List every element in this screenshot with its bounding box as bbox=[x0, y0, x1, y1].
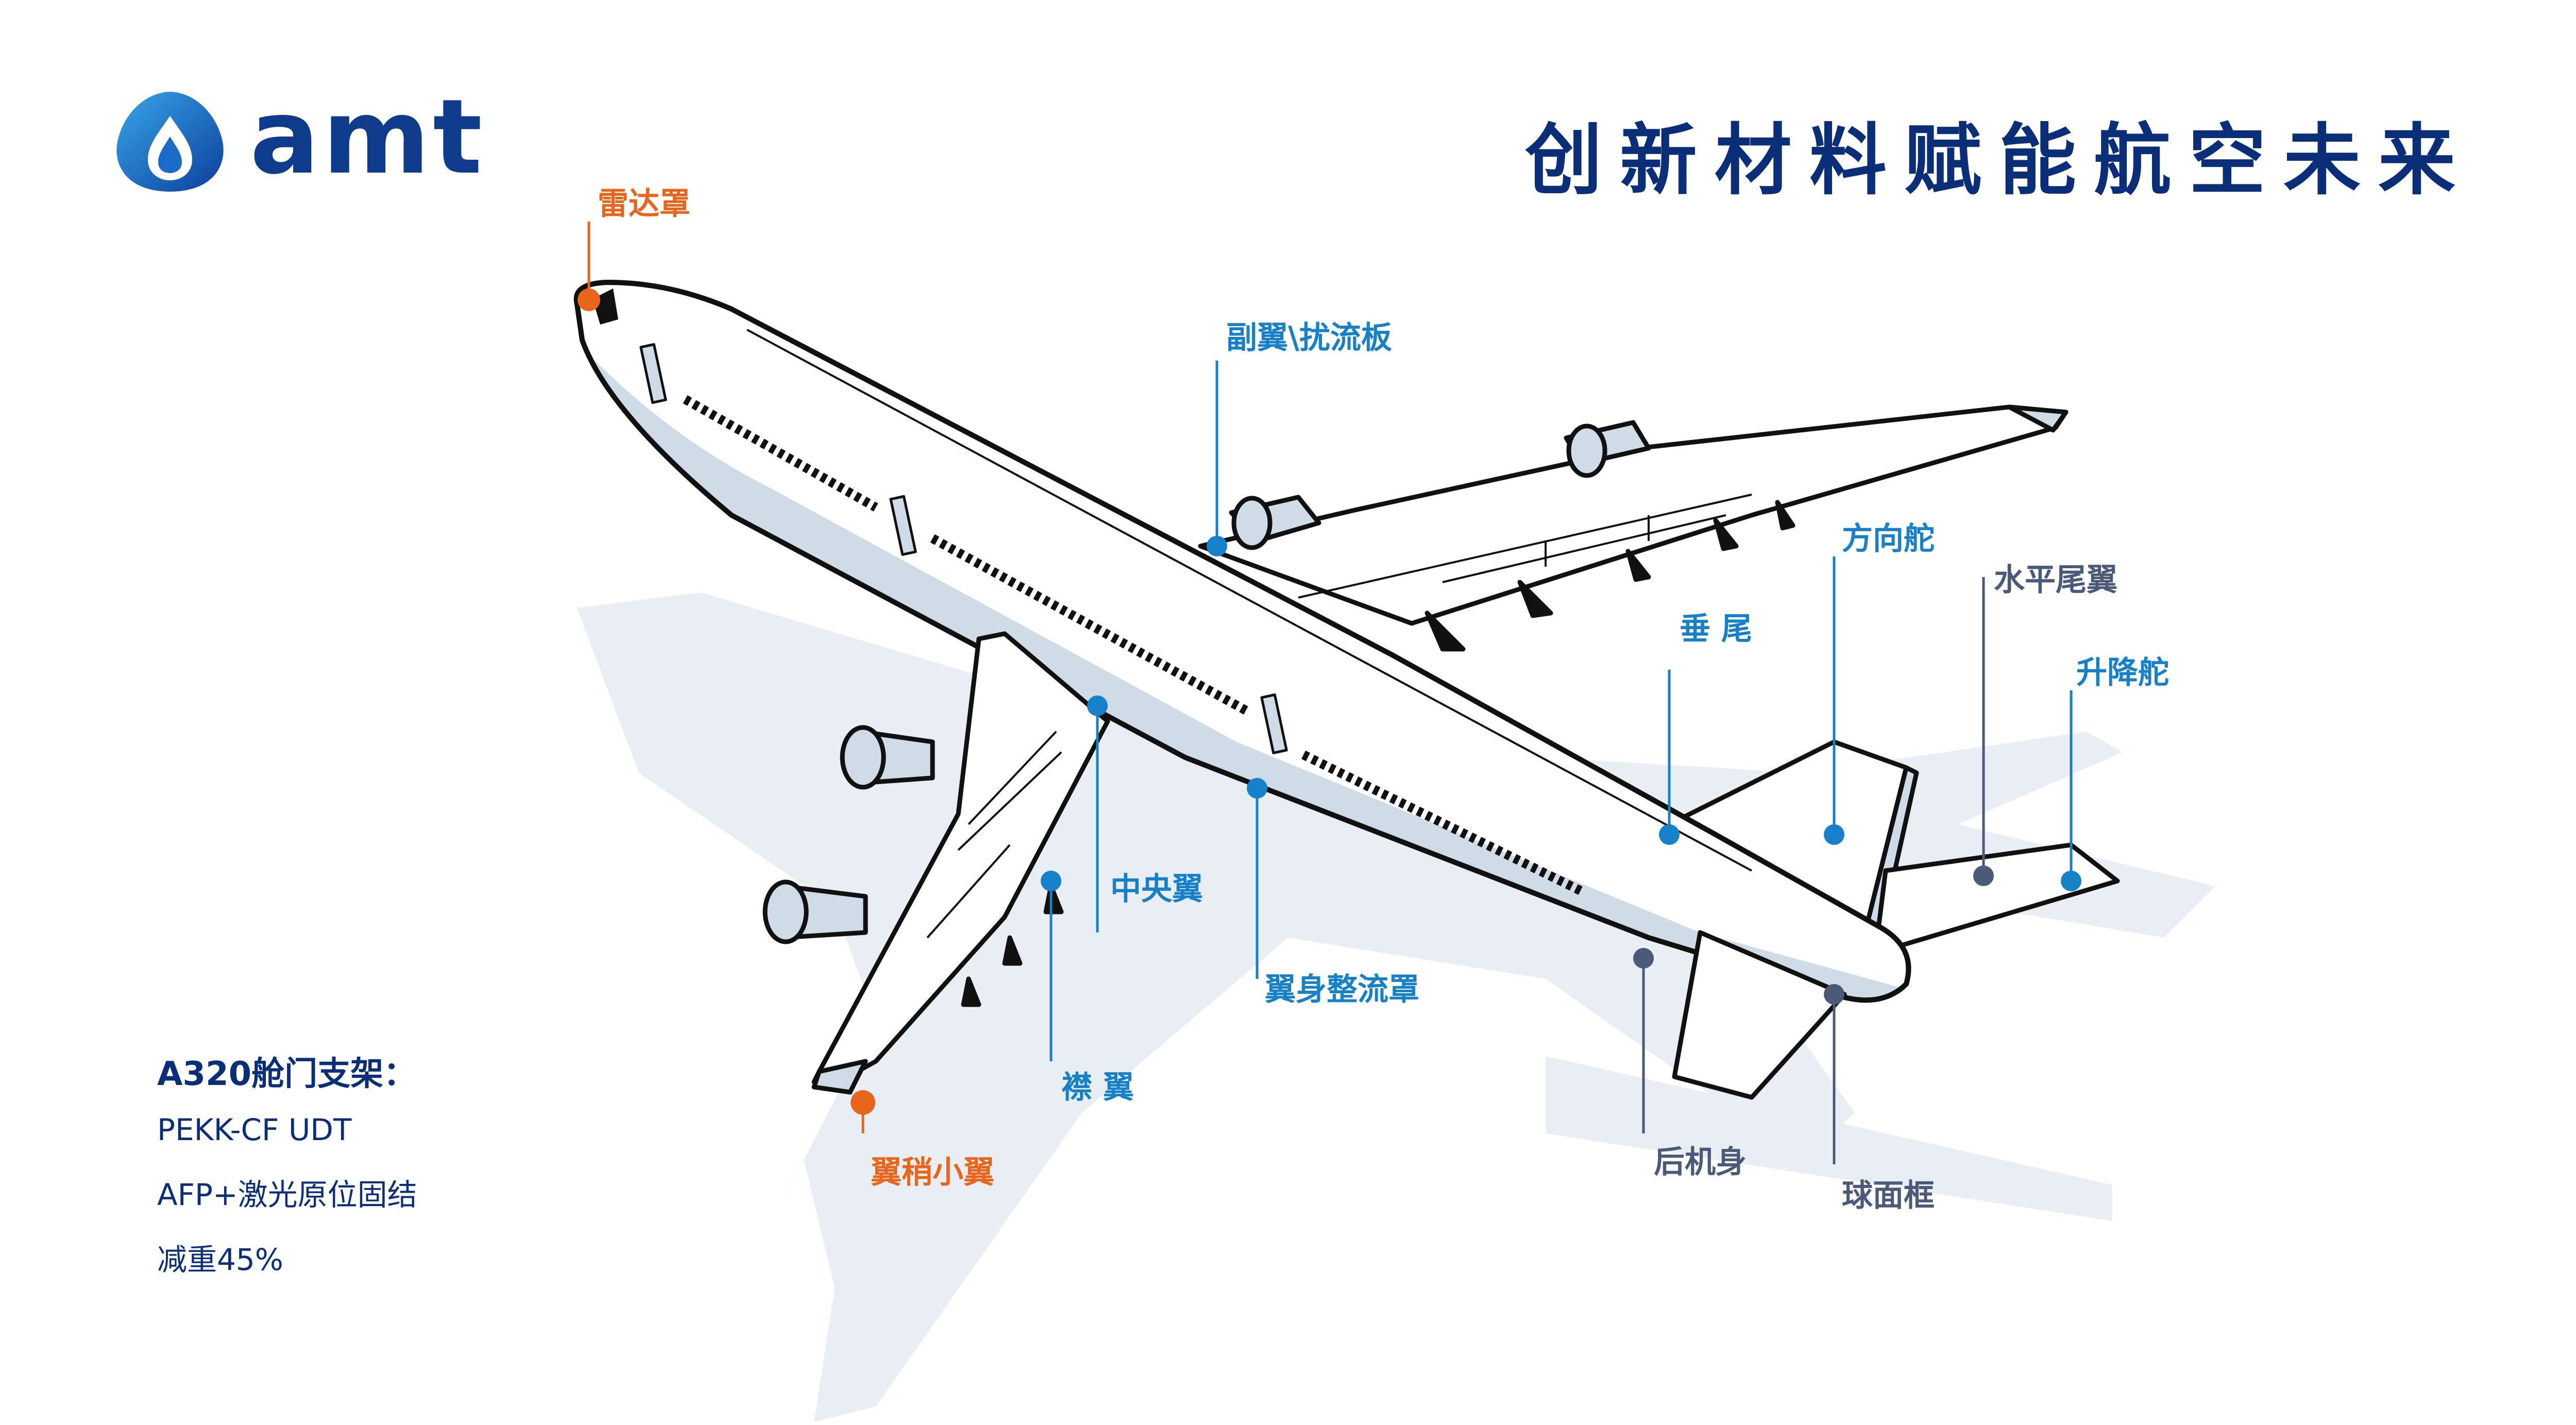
right-wing bbox=[1198, 404, 2069, 652]
marker-horizontal-stabilizer bbox=[1973, 866, 1994, 886]
marker-aileron-spoiler bbox=[1207, 536, 1227, 556]
fuselage bbox=[573, 280, 1911, 1003]
spec-weight: 减重45% bbox=[157, 1242, 283, 1277]
marker-vertical-tail bbox=[1659, 824, 1680, 845]
leader-lines bbox=[587, 222, 2073, 1164]
label-aft-fuselage: 后机身 bbox=[1654, 1144, 1747, 1180]
label-rudder: 方向舵 bbox=[1842, 521, 1935, 557]
part-markers bbox=[578, 289, 2081, 1115]
label-flap: 襟 翼 bbox=[1061, 1070, 1134, 1106]
label-center-wing: 中央翼 bbox=[1110, 871, 1203, 907]
droplet-logo-icon bbox=[116, 92, 224, 192]
label-wing-body-fairing: 翼身整流罩 bbox=[1265, 972, 1419, 1008]
marker-center-wing bbox=[1087, 695, 1108, 716]
label-horizontal-stabilizer: 水平尾翼 bbox=[1994, 562, 2117, 598]
marker-pressure-bulkhead bbox=[1824, 984, 1844, 1005]
page-title: 创新材料赋能航空未来 bbox=[1524, 116, 2473, 206]
marker-elevator bbox=[2061, 871, 2081, 891]
label-vertical-tail: 垂 尾 bbox=[1680, 611, 1752, 647]
left-wing bbox=[762, 631, 1110, 1095]
label-winglet: 翼稍小翼 bbox=[871, 1155, 994, 1191]
spec-process: AFP+激光原位固结 bbox=[157, 1177, 417, 1212]
near-horizontal-stabilizer bbox=[1672, 930, 1847, 1100]
label-elevator: 升降舵 bbox=[2076, 655, 2169, 691]
marker-rudder bbox=[1824, 824, 1844, 845]
spec-material: PEKK-CF UDT bbox=[157, 1112, 352, 1147]
spec-title: A320舱门支架： bbox=[157, 1055, 417, 1093]
marker-winglet bbox=[851, 1090, 875, 1115]
brand-name: amt bbox=[250, 77, 485, 197]
spec-panel: A320舱门支架： PEKK-CF UDT AFP+激光原位固结 减重45% bbox=[157, 1051, 417, 1292]
marker-wing-body-fairing bbox=[1247, 778, 1267, 799]
marker-flap bbox=[1041, 871, 1061, 891]
label-pressure-bulkhead: 球面框 bbox=[1842, 1178, 1935, 1214]
marker-radome bbox=[578, 289, 600, 311]
label-radome: 雷达罩 bbox=[598, 186, 690, 222]
marker-aft-fuselage bbox=[1633, 948, 1654, 969]
brand-logo: amt bbox=[111, 83, 502, 196]
label-aileron-spoiler: 副翼\扰流板 bbox=[1226, 320, 1392, 356]
